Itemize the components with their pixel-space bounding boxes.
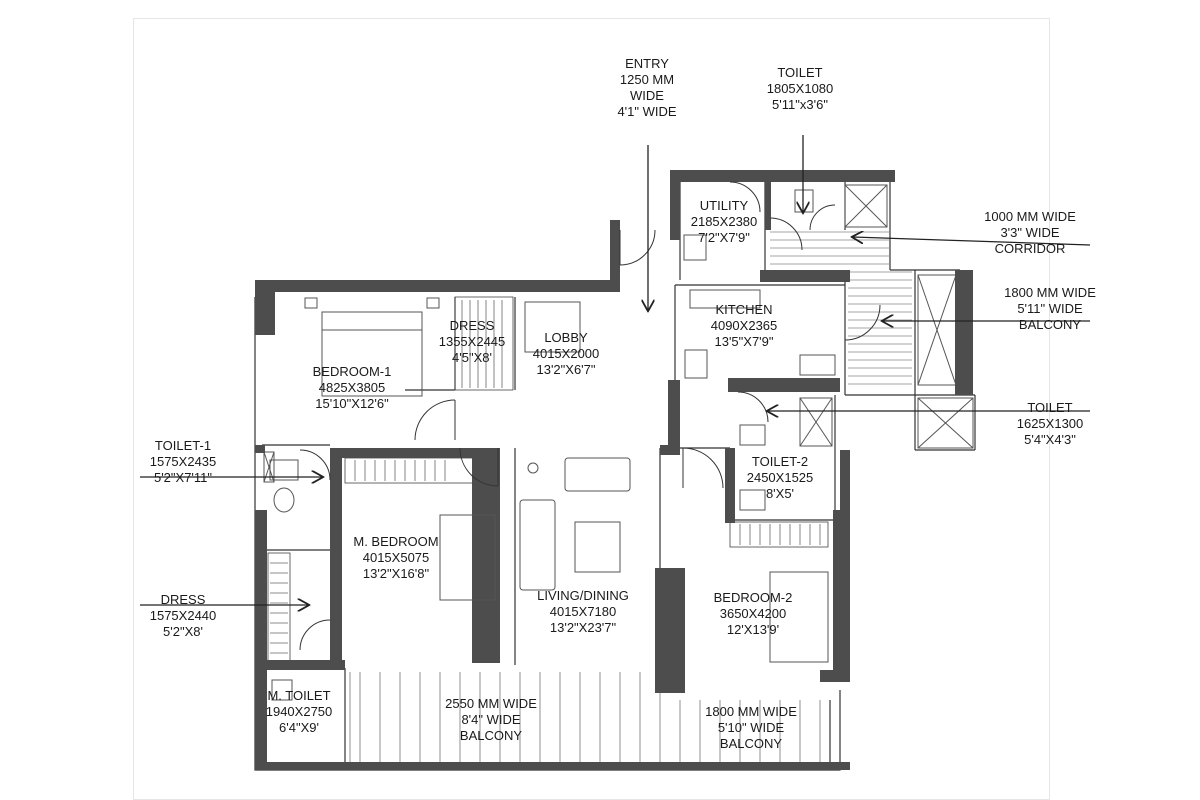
toilet1-annotation: TOILET-1 1575X2435 5'2"X7'11" — [149, 438, 217, 485]
corridor-annotation: 1000 MM WIDE 3'3" WIDE CORRIDOR — [984, 209, 1076, 256]
room-bedroom2: BEDROOM-2 3650X4200 12'X13'9' — [713, 590, 793, 637]
room-kitchen: KITCHEN 4090X2365 13'5"X7'9" — [710, 302, 778, 349]
corridor-hatch — [770, 231, 912, 385]
dress-left-annotation: DRESS 1575X2440 5'2"X8' — [149, 592, 217, 639]
room-balcony-main: 2550 MM WIDE 8'4" WIDE BALCONY — [445, 696, 537, 743]
room-dress: DRESS 1355X2445 4'5"X8' — [438, 318, 506, 365]
balcony-right-annotation: 1800 MM WIDE 5'11" WIDE BALCONY — [1004, 285, 1096, 332]
room-toilet2: TOILET-2 2450X1525 8'X5' — [746, 454, 814, 501]
room-utility: UTILITY 2185X2380 7'2"X7'9" — [690, 198, 758, 245]
structural-walls — [255, 170, 973, 770]
furniture — [269, 189, 836, 701]
toilet-right-annotation: TOILET 1625X1300 5'4"X4'3" — [1016, 400, 1084, 447]
room-living-dining: LIVING/DINING 4015X7180 13'2"X23'7" — [537, 588, 629, 635]
balcony-hatch — [349, 672, 821, 768]
room-master-bedroom: M. BEDROOM 4015X5075 13'2"X16'8" — [353, 534, 439, 581]
room-master-toilet: M. TOILET 1940X2750 6'4"X9' — [265, 688, 333, 735]
toilet-top-annotation: TOILET 1805X1080 5'11"x3'6" — [766, 65, 834, 112]
door-swings — [299, 181, 881, 651]
room-lobby: LOBBY 4015X2000 13'2"X6'7" — [532, 330, 600, 377]
leader-arrows — [140, 135, 1091, 605]
room-balcony-bedroom2: 1800 MM WIDE 5'10" WIDE BALCONY — [705, 704, 797, 751]
entry-annotation: ENTRY 1250 MM WIDE 4'1" WIDE — [617, 56, 677, 119]
room-bedroom1: BEDROOM-1 4825X3805 15'10"X12'6" — [312, 364, 392, 411]
